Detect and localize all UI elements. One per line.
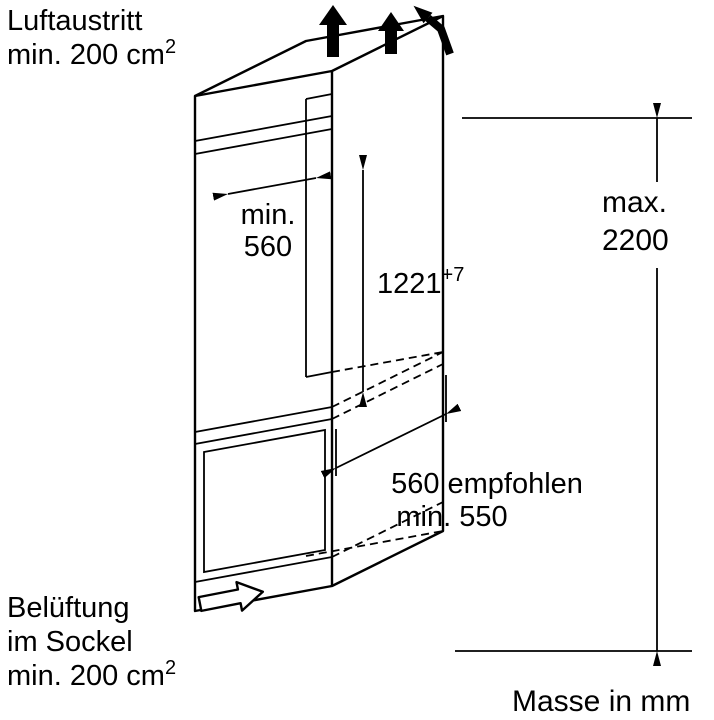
plinth-vent-label: Belüftung im Sockel min. 200 cm2 xyxy=(7,592,176,692)
depth-dimension-line xyxy=(320,403,462,479)
dimension-interior-width: min. 560 xyxy=(212,171,332,263)
door-bottom-edge xyxy=(194,556,333,583)
niche-height-value: 1221+7 xyxy=(377,264,464,300)
airflow-arrow-up-2-icon xyxy=(378,12,404,54)
plinth-vent-label-line3: min. 200 cm2 xyxy=(7,657,176,692)
interior-width-label-min: min. xyxy=(241,199,296,231)
cabinet xyxy=(193,14,445,613)
plinth-vent-label-line2: im Sockel xyxy=(7,626,133,658)
interior-width-value: 560 xyxy=(244,231,292,263)
niche-interior-lines xyxy=(305,93,333,378)
depth-min: min. 550 xyxy=(396,501,507,533)
dimension-depth: 560 empfohlen min. 550 xyxy=(320,375,583,533)
air-outlet-slot-lines xyxy=(194,115,333,155)
airflow-arrow-up-icon xyxy=(319,5,347,57)
niche-height-tolerance: +7 xyxy=(442,264,465,286)
plinth-vent-area-sup: 2 xyxy=(165,657,176,679)
air-outlet-area-sup: 2 xyxy=(165,36,176,58)
air-outlet-label: Luftaustritt min. 200 cm2 xyxy=(7,5,176,71)
cabinet-silhouette xyxy=(193,14,445,613)
depth-recommended: 560 empfohlen xyxy=(391,468,583,500)
dimension-max-height: max. 2200 xyxy=(455,103,692,666)
niche-floor-lines xyxy=(194,406,333,445)
max-height-value: 2200 xyxy=(602,224,669,257)
airflow-arrow-bent-icon xyxy=(413,5,454,56)
max-height-extension-lines xyxy=(455,117,692,652)
plinth-vent-label-line1: Belüftung xyxy=(7,592,130,624)
air-outlet-label-line1: Luftaustritt xyxy=(7,5,142,37)
air-outlet-label-line2: min. 200 cm2 xyxy=(7,36,176,71)
units-note: Masse in mm xyxy=(512,685,690,718)
max-height-label: max. xyxy=(602,186,667,219)
dimension-niche-height: 1221+7 xyxy=(359,155,464,407)
airflow-arrows xyxy=(197,5,454,613)
interior-width-dimension-line xyxy=(212,171,332,201)
plinth-airflow-arrow-icon xyxy=(197,580,265,613)
hidden-edges-dashed xyxy=(305,351,444,558)
door-panel-inner-outline xyxy=(203,428,326,574)
